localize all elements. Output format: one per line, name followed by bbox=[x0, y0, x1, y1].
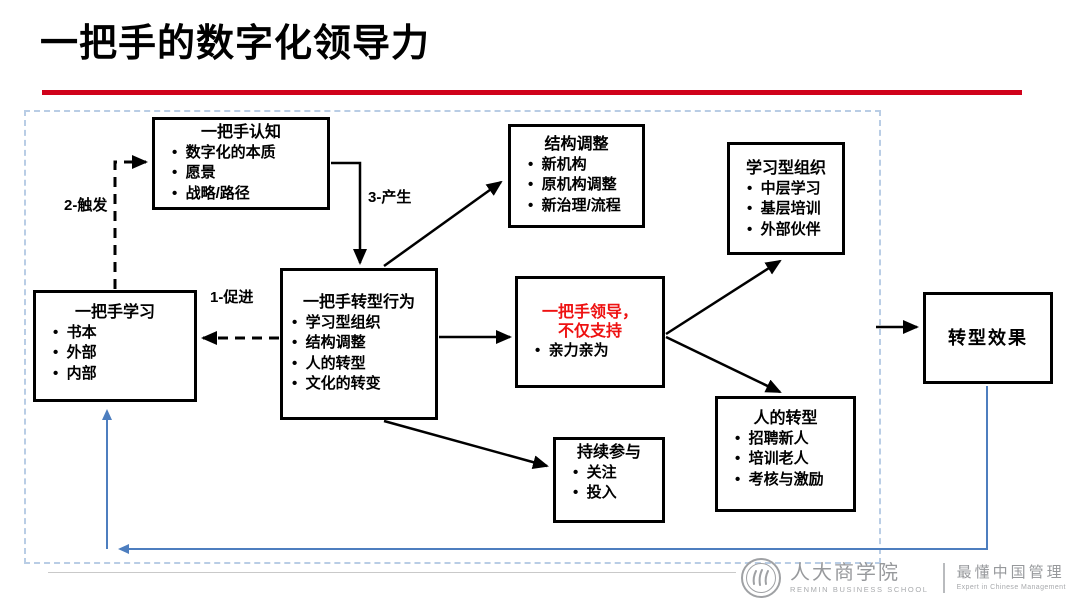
bullet-list: 学习型组织结构调整人的转型文化的转变 bbox=[288, 313, 430, 394]
box-title: 一把手认知 bbox=[200, 124, 281, 141]
arrow-lead-to-learning-org bbox=[665, 259, 782, 336]
diagram-boundary bbox=[24, 110, 881, 564]
box-title: 一把手学习 bbox=[74, 304, 155, 321]
bullet-item: 外部 bbox=[53, 343, 189, 363]
bullet-item: 投入 bbox=[573, 483, 657, 503]
bullet-item: 亲力亲为 bbox=[535, 341, 657, 361]
box-learning-org: 学习型组织 中层学习基层培训外部伙伴 bbox=[727, 142, 845, 255]
box-transform-behavior: 一把手转型行为 学习型组织结构调整人的转型文化的转变 bbox=[280, 268, 438, 420]
bullet-list: 招聘新人培训老人考核与激励 bbox=[723, 429, 848, 490]
box-continuous: 持续参与 关注投入 bbox=[553, 437, 665, 523]
school-name-block: 人大商学院 RENMIN BUSINESS SCHOOL bbox=[790, 563, 929, 594]
bullet-item: 外部伙伴 bbox=[747, 220, 837, 240]
footer-logo-group: 人大商学院 RENMIN BUSINESS SCHOOL 最懂中国管理 Expe… bbox=[740, 556, 1066, 600]
bullet-item: 人的转型 bbox=[292, 354, 430, 374]
box-effect: 转型效果 bbox=[923, 292, 1053, 384]
bullet-list: 中层学习基层培训外部伙伴 bbox=[735, 179, 837, 240]
school-name-en: RENMIN BUSINESS SCHOOL bbox=[790, 584, 929, 594]
box-title: 结构调整 bbox=[544, 136, 609, 153]
bullet-item: 新机构 bbox=[528, 155, 637, 175]
bullet-item: 原机构调整 bbox=[528, 175, 637, 195]
box-structure: 结构调整 新机构原机构调整新治理/流程 bbox=[508, 124, 645, 228]
school-name-cn: 人大商学院 bbox=[790, 561, 900, 584]
bullet-item: 基层培训 bbox=[747, 199, 837, 219]
bullet-list: 亲力亲为 bbox=[523, 341, 657, 361]
bullet-item: 战略/路径 bbox=[172, 184, 322, 204]
arrow-to-continuous bbox=[383, 419, 549, 470]
footer-vertical-divider bbox=[942, 563, 945, 593]
box-leader-lead: 一把手领导， 不仅支持 亲力亲为 bbox=[515, 276, 665, 388]
arrow-produce bbox=[331, 161, 367, 265]
label-trigger: 2-触发 bbox=[64, 197, 108, 214]
box-cognition: 一把手认知 数字化的本质愿景战略/路径 bbox=[152, 117, 330, 210]
bullet-item: 内部 bbox=[53, 364, 189, 384]
bullet-item: 中层学习 bbox=[747, 179, 837, 199]
bullet-list: 数字化的本质愿景战略/路径 bbox=[160, 143, 322, 204]
footer-divider-line bbox=[48, 572, 736, 573]
bullet-item: 数字化的本质 bbox=[172, 143, 322, 163]
box-title: 学习型组织 bbox=[745, 160, 826, 177]
box-title: 人的转型 bbox=[753, 410, 818, 427]
slogan-en: Expert in Chinese Management bbox=[956, 584, 1066, 591]
box-title: 转型效果 bbox=[948, 327, 1028, 348]
bullet-item: 新治理/流程 bbox=[528, 196, 637, 216]
arrow-trigger bbox=[113, 155, 148, 289]
box-title-line2: 不仅支持 bbox=[557, 322, 622, 340]
bullet-item: 关注 bbox=[573, 463, 657, 483]
slide-title: 一把手的数字化领导力 bbox=[40, 21, 431, 65]
school-logo-seal bbox=[741, 558, 781, 598]
feedback-line-horizontal bbox=[118, 386, 988, 554]
arrow-to-structure bbox=[383, 180, 503, 268]
bullet-item: 考核与激励 bbox=[735, 470, 848, 490]
bullet-item: 愿景 bbox=[172, 163, 322, 183]
box-people-transform: 人的转型 招聘新人培训老人考核与激励 bbox=[715, 396, 856, 512]
box-leader-learning: 一把手学习 书本外部内部 bbox=[33, 290, 197, 402]
box-title-red: 一把手领导， 不仅支持 bbox=[523, 303, 657, 341]
box-title: 一把手转型行为 bbox=[302, 294, 415, 311]
bullet-item: 学习型组织 bbox=[292, 313, 430, 333]
title-rule bbox=[42, 90, 1022, 95]
label-promote: 1-促进 bbox=[210, 289, 254, 306]
label-produce: 3-产生 bbox=[368, 189, 412, 206]
box-title-line1: 一把手领导， bbox=[541, 303, 638, 321]
bullet-list: 新机构原机构调整新治理/流程 bbox=[516, 155, 637, 216]
bullet-item: 培训老人 bbox=[735, 449, 848, 469]
arrow-lead-to-people bbox=[665, 335, 782, 394]
bullet-item: 书本 bbox=[53, 323, 189, 343]
bullet-item: 招聘新人 bbox=[735, 429, 848, 449]
bullet-item: 结构调整 bbox=[292, 333, 430, 353]
slogan-cn: 最懂中国管理 bbox=[956, 564, 1065, 581]
box-title: 持续参与 bbox=[576, 444, 641, 461]
bullet-list: 书本外部内部 bbox=[41, 323, 189, 384]
bullet-list: 关注投入 bbox=[561, 463, 657, 504]
bullet-item: 文化的转变 bbox=[292, 374, 430, 394]
slogan-block: 最懂中国管理 Expert in Chinese Management bbox=[957, 565, 1066, 591]
